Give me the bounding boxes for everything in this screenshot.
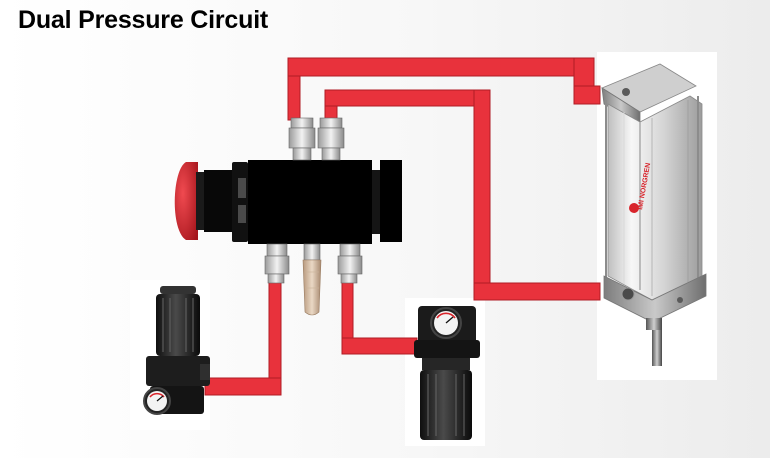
bottom-fitting-right [338,244,362,283]
pressure-regulator-icon [144,286,210,414]
bottom-fitting-left [265,244,289,283]
top-fitting-right [318,118,344,160]
pneumatic-cylinder-icon: IMI NORGREN [602,64,706,366]
pressure-gauge-icon [144,388,170,414]
air-line-left-regulator [205,282,281,395]
exhaust-silencer-icon [303,244,321,315]
pressure-regulator-icon [414,306,480,440]
palm-button-icon [175,162,198,240]
spool-valve-icon [175,118,402,315]
air-line-right-regulator [342,282,417,354]
pressure-gauge-icon [431,308,461,338]
top-fitting-left [289,118,315,160]
